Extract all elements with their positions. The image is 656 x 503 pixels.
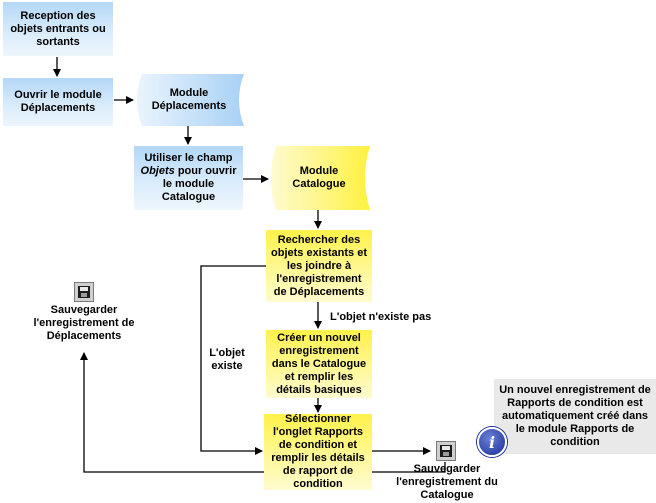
select-tab-box: Sélectionner l'onglet Rapports de condit… — [264, 413, 372, 490]
select-tab-label: Sélectionner l'onglet Rapports de condit… — [271, 413, 365, 490]
use-field-label: Utiliser le champ Objets pour ouvrir le … — [138, 152, 239, 204]
create-record-box: Créer un nouvel enregistrement dans le C… — [266, 330, 372, 398]
not-exists-label: L'objet n'existe pas — [330, 311, 432, 323]
use-field-post: pour ouvrir le module Catalogue — [161, 165, 237, 203]
use-field-box: Utiliser le champ Objets pour ouvrir le … — [134, 146, 243, 210]
save-deplacements-label: Sauvegarder l'enregistrement de Déplacem… — [33, 304, 135, 342]
create-record-label: Créer un nouvel enregistrement dans le C… — [271, 331, 367, 396]
reception-label: Reception des objets entrants ou sortant… — [10, 9, 106, 48]
arrow-exists-loop — [200, 265, 266, 455]
use-field-italic: Objets — [140, 165, 175, 177]
module-catalogue-text: Module Catalogue — [274, 146, 364, 210]
save-catalogue-label: Sauvegarder l'enregistrement du Catalogu… — [396, 463, 498, 501]
floppy-disk-icon — [74, 282, 94, 302]
module-deplacements-shape — [137, 74, 244, 126]
module-catalogue-label: Module Catalogue — [292, 165, 346, 190]
open-module-box: Ouvrir le module Déplacements — [3, 78, 113, 126]
info-icon: i — [477, 427, 507, 457]
reception-box: Reception des objets entrants ou sortant… — [3, 2, 113, 56]
auto-created-note-text: Un nouvel enregistrement de Rapports de … — [499, 384, 651, 448]
search-objects-label: Rechercher des objets existants et les j… — [271, 233, 367, 298]
search-objects-box: Rechercher des objets existants et les j… — [266, 230, 372, 302]
exists-label: L'objet existe — [209, 347, 245, 372]
module-catalogue-shape — [271, 146, 370, 210]
floppy-disk-icon — [436, 441, 456, 461]
auto-created-note: Un nouvel enregistrement de Rapports de … — [494, 379, 656, 454]
module-deplacements-label: Module Déplacements — [151, 87, 227, 112]
use-field-pre: Utiliser le champ — [144, 152, 233, 164]
open-module-label: Ouvrir le module Déplacements — [14, 89, 102, 114]
module-deplacements-text: Module Déplacements — [140, 74, 238, 126]
